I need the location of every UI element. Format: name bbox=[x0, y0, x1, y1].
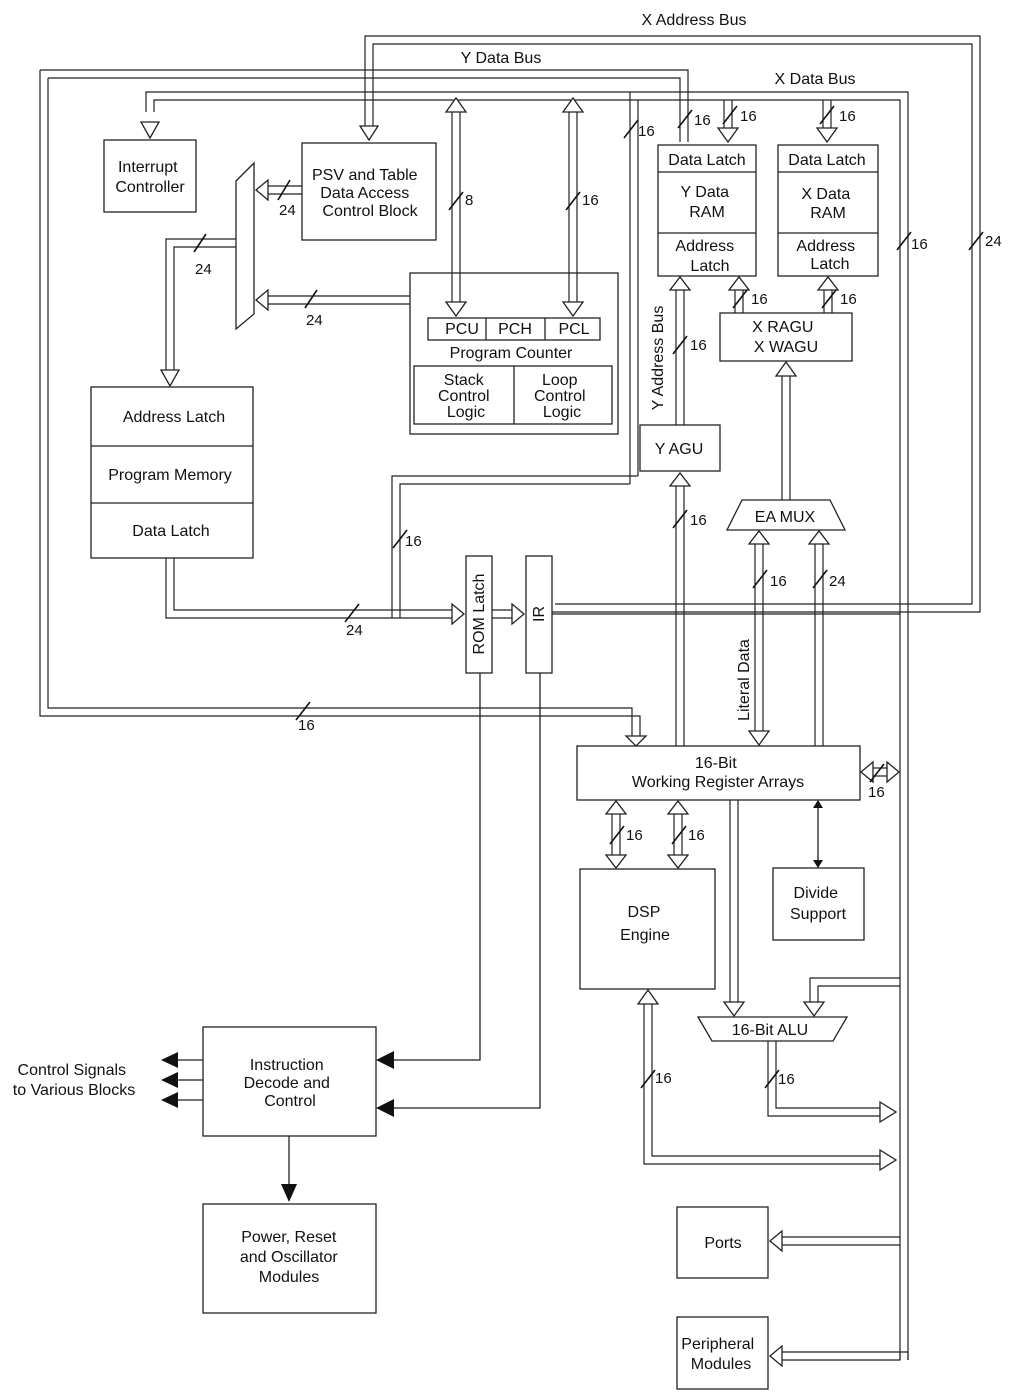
control-signal-arrows bbox=[161, 1052, 203, 1108]
x-data-ram-block bbox=[777, 144, 879, 277]
literal-data-label: Literal Data bbox=[736, 639, 753, 721]
svg-text:24: 24 bbox=[985, 233, 1002, 250]
y-agu-label: Y AGU bbox=[655, 441, 704, 458]
x-data-ram-label: X Data RAM bbox=[801, 186, 854, 222]
x-ragu-wagu bbox=[719, 312, 853, 362]
interrupt-controller-label: Interrupt Controller bbox=[115, 159, 185, 196]
pc-bidirectional-16: 16 bbox=[561, 96, 599, 318]
pc-bidirectional-8: 8 bbox=[444, 96, 473, 318]
pc-register bbox=[427, 317, 601, 341]
program-memory-label: Program Memory bbox=[108, 467, 232, 484]
svg-text:16: 16 bbox=[582, 192, 599, 209]
x-address-bus-label: X Address Bus bbox=[642, 12, 747, 29]
rom-latch bbox=[465, 555, 493, 674]
ir-label: IR bbox=[531, 606, 548, 622]
y-agu bbox=[639, 424, 721, 472]
data-latch-label: Data Latch bbox=[132, 523, 209, 540]
svg-text:16: 16 bbox=[740, 108, 757, 125]
svg-text:16: 16 bbox=[626, 827, 643, 844]
svg-text:16: 16 bbox=[911, 236, 928, 253]
stack-control-logic: Stack Control Logic bbox=[438, 372, 494, 421]
svg-text:16: 16 bbox=[751, 291, 768, 308]
alu-label: 16-Bit ALU bbox=[732, 1022, 808, 1039]
x-data-bus bbox=[139, 91, 909, 1360]
program-memory-block bbox=[90, 386, 254, 559]
width-label: 24 bbox=[195, 261, 212, 278]
instruction-decode-label: Instruction Decode and Control bbox=[244, 1057, 335, 1110]
power-reset-label: Power, Reset and Oscillator Modules bbox=[240, 1229, 342, 1286]
x-address-latch-label: Address Latch bbox=[796, 238, 859, 273]
ea-mux bbox=[725, 499, 847, 531]
dsp-engine-label: DSP Engine bbox=[620, 904, 670, 944]
svg-text:16: 16 bbox=[690, 512, 707, 529]
svg-text:16: 16 bbox=[778, 1071, 795, 1088]
divide-support bbox=[772, 867, 865, 941]
svg-text:16: 16 bbox=[868, 784, 885, 801]
svg-text:16: 16 bbox=[839, 108, 856, 125]
ports-label: Ports bbox=[704, 1235, 741, 1252]
svg-text:16: 16 bbox=[840, 291, 857, 308]
x-address-bus bbox=[358, 35, 981, 613]
power-reset-oscillator bbox=[202, 1203, 377, 1314]
working-register-arrays bbox=[576, 745, 861, 801]
instruction-decode-control bbox=[202, 1026, 377, 1137]
y-data-ram-label: Y Data RAM bbox=[680, 184, 733, 221]
width-label: 24 bbox=[279, 202, 296, 219]
width-label: 24 bbox=[306, 312, 323, 329]
interrupt-controller bbox=[103, 139, 197, 213]
stack-loop-logic bbox=[413, 365, 613, 425]
y-data-bus bbox=[39, 69, 689, 747]
svg-text:24: 24 bbox=[829, 573, 846, 590]
x-data-latch-label: Data Latch bbox=[788, 152, 865, 169]
svg-text:16: 16 bbox=[638, 123, 655, 140]
y-address-bus-label: Y Address Bus bbox=[650, 306, 667, 411]
y-data-bus-label: Y Data Bus bbox=[461, 50, 542, 67]
svg-text:8: 8 bbox=[465, 192, 473, 209]
alu-16bit bbox=[696, 1016, 849, 1042]
psv-label: PSV and Table Data Access Control Block bbox=[312, 167, 422, 220]
svg-text:16: 16 bbox=[655, 1070, 672, 1087]
divide-support-label: Divide Support bbox=[790, 885, 847, 923]
y-address-latch-label: Address Latch bbox=[675, 238, 738, 275]
loop-control-logic: Loop Control Logic bbox=[534, 372, 590, 421]
rom-latch-label: ROM Latch bbox=[471, 574, 488, 655]
ports-block bbox=[676, 1206, 769, 1279]
svg-text:16: 16 bbox=[688, 827, 705, 844]
program-counter-label: Program Counter bbox=[450, 345, 573, 362]
address-latch-label: Address Latch bbox=[123, 409, 225, 426]
width-label: 24 bbox=[346, 622, 363, 639]
x-ragu-wagu-label: X RAGU X WAGU bbox=[752, 319, 818, 356]
svg-text:16: 16 bbox=[298, 717, 315, 734]
dsp-engine bbox=[579, 868, 716, 990]
y-data-ram-block bbox=[657, 144, 757, 277]
peripheral-modules-label: Peripheral Modules bbox=[681, 1336, 758, 1373]
instruction-register bbox=[525, 555, 553, 674]
peripheral-modules bbox=[676, 1316, 769, 1390]
svg-text:16: 16 bbox=[694, 112, 711, 129]
pcu: PCU bbox=[445, 321, 479, 338]
ea-mux-label: EA MUX bbox=[755, 509, 816, 526]
working-register-arrays-label: 16-Bit Working Register Arrays bbox=[632, 755, 804, 791]
svg-text:16: 16 bbox=[690, 337, 707, 354]
svg-text:16: 16 bbox=[770, 573, 787, 590]
psv-table-data-access-block bbox=[301, 142, 437, 241]
width-label: 16 bbox=[405, 533, 422, 550]
x-data-bus-label: X Data Bus bbox=[775, 71, 856, 88]
pch: PCH bbox=[498, 321, 532, 338]
address-mux bbox=[235, 161, 255, 331]
pcl: PCL bbox=[558, 321, 589, 338]
control-signals-label: Control Signals to Various Blocks bbox=[13, 1062, 135, 1099]
y-data-latch-label: Data Latch bbox=[668, 152, 745, 169]
